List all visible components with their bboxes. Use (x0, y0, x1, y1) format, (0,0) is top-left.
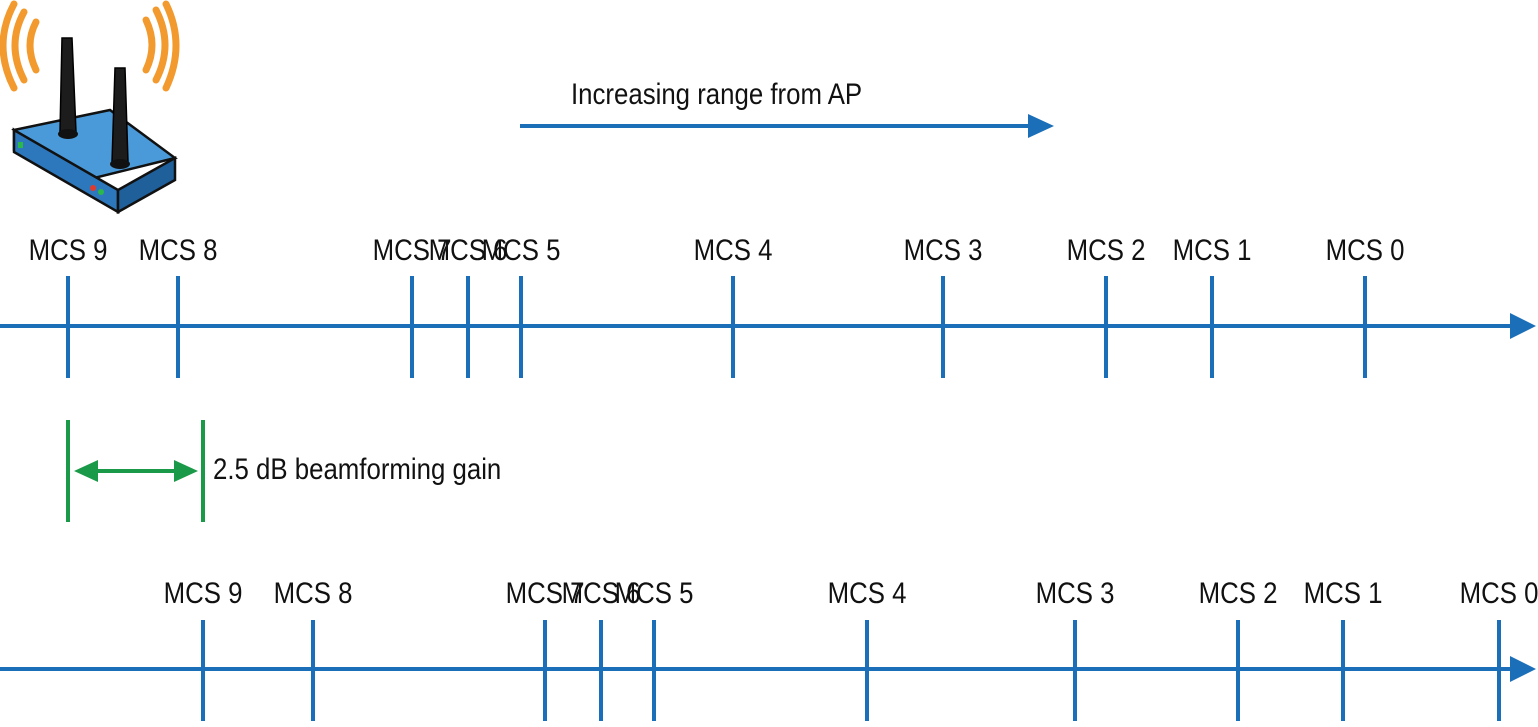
tick-label: MCS 0 (1459, 577, 1538, 610)
double-arrow-left-icon (74, 460, 98, 482)
wireless-router-icon (0, 0, 180, 215)
tick-label: MCS 5 (481, 234, 561, 267)
range-arrow-label: Increasing range from AP (571, 78, 863, 111)
tick-label: MCS 0 (1325, 234, 1405, 267)
tick-label: MCS 9 (28, 234, 108, 267)
tick-label: MCS 4 (827, 577, 907, 610)
tick-label: MCS 1 (1172, 234, 1252, 267)
tick-label: MCS 9 (163, 577, 243, 610)
mcs-axis-with-beamforming (0, 620, 1536, 721)
range-arrow (520, 114, 1054, 138)
beamforming-gain-label: 2.5 dB beamforming gain (213, 453, 502, 486)
tick-label: MCS 4 (693, 234, 773, 267)
tick-label: MCS 2 (1066, 234, 1146, 267)
signal-waves-icon (0, 0, 180, 92)
double-arrow-right-icon (174, 460, 198, 482)
tick-label: MCS 8 (138, 234, 218, 267)
tick-label: MCS 6 (561, 577, 641, 610)
beamforming-gain-marker (66, 420, 205, 522)
tick-label: MCS 3 (1035, 577, 1115, 610)
tick-label: MCS 1 (1303, 577, 1383, 610)
tick-label: MCS 6 (428, 234, 508, 267)
mcs-axis-without-beamforming (0, 276, 1536, 378)
tick-label: MCS 2 (1198, 577, 1278, 610)
tick-label: MCS 7 (505, 577, 585, 610)
tick-label: MCS 8 (273, 577, 353, 610)
tick-label: MCS 3 (903, 234, 983, 267)
tick-label: MCS 7 (372, 234, 452, 267)
tick-label: MCS 5 (614, 577, 694, 610)
